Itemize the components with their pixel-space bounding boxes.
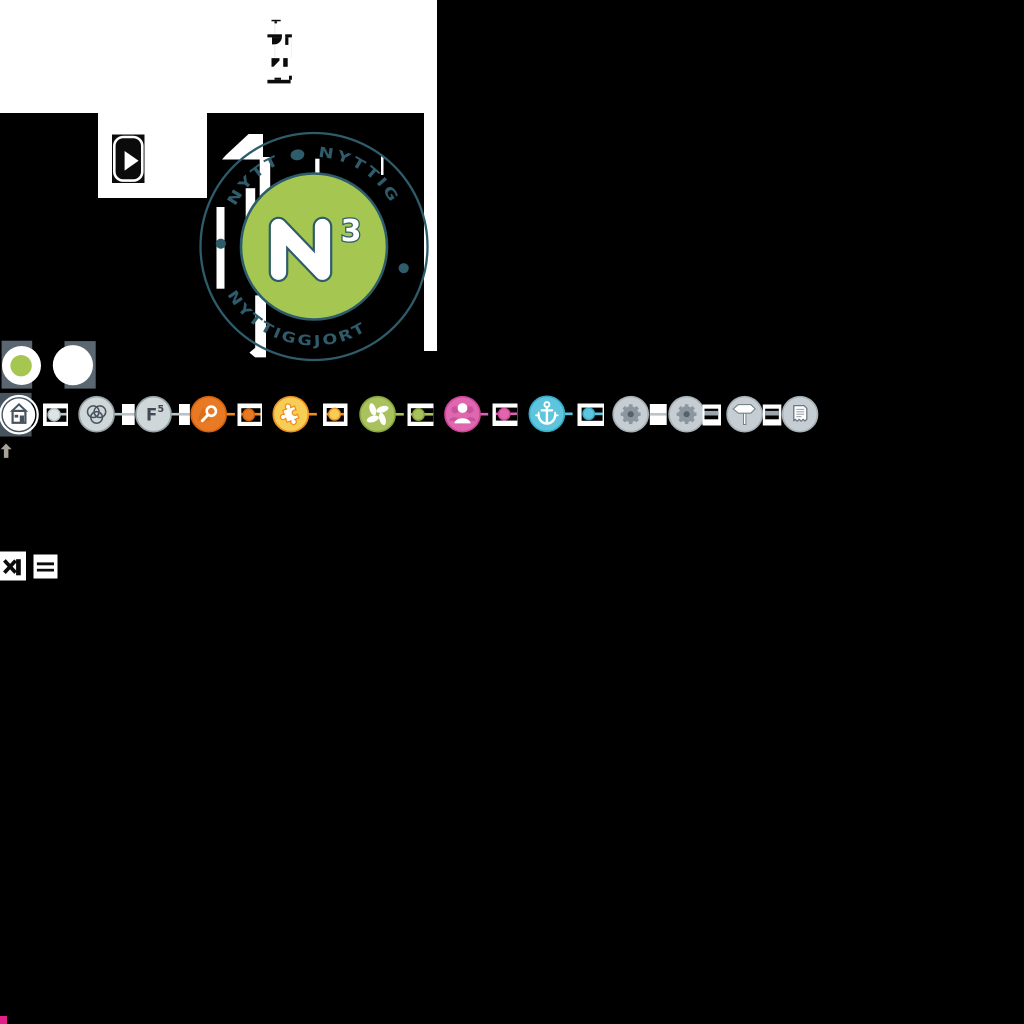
nav-item-anchor[interactable] <box>527 395 573 433</box>
nav-item-people[interactable] <box>443 395 489 433</box>
up-arrow-icon <box>0 443 12 458</box>
scroll-hint[interactable] <box>0 442 12 459</box>
nav-item-search[interactable] <box>189 395 235 433</box>
badge-monogram: 3 <box>268 213 363 283</box>
nav-item-gear-1[interactable] <box>610 395 651 433</box>
status-tiles <box>1 340 96 389</box>
nav-item-document[interactable] <box>781 395 822 433</box>
people-icon <box>449 403 476 424</box>
fan-icon <box>366 403 389 426</box>
document-icon <box>793 404 808 422</box>
nav-item-f5[interactable]: F 5 <box>134 395 180 433</box>
status-tile-white[interactable] <box>52 341 96 389</box>
header-logo-fragments <box>267 19 292 84</box>
gear-icon <box>620 404 641 425</box>
connector-dash-2 <box>762 404 782 426</box>
puzzle-icon <box>279 403 300 426</box>
equation <box>0 551 58 581</box>
nav-item-venn[interactable] <box>77 395 123 433</box>
multiply-icon <box>3 559 21 576</box>
connector-dot-yellow <box>323 403 348 426</box>
svg-text:5: 5 <box>158 404 165 415</box>
venn-circles-icon <box>86 405 107 424</box>
svg-text:F: F <box>146 406 157 425</box>
rounded-frame <box>113 135 144 182</box>
connector-dot-pink <box>492 403 518 426</box>
badge-outer-ring <box>199 131 429 362</box>
nav-item-puzzle[interactable] <box>271 395 317 433</box>
content-panels <box>0 0 437 351</box>
anchor-icon <box>535 401 559 425</box>
status-tile-green[interactable] <box>1 340 41 389</box>
connector-dot-cyan <box>577 403 604 426</box>
connector-dot-gray <box>43 403 68 426</box>
nav-item-gear-2[interactable] <box>666 395 707 433</box>
home-icon <box>9 403 29 424</box>
connector-dot-orange <box>237 403 262 426</box>
scrollbar-remnant <box>0 1016 7 1024</box>
process-nav: F 5 <box>0 392 822 437</box>
f5-label: F 5 <box>146 404 164 425</box>
header-panel <box>0 0 437 113</box>
connector-line-gray-1 <box>122 404 136 425</box>
signpost-icon <box>732 404 756 425</box>
connector-line-gray-3 <box>649 404 667 425</box>
green-dot-circle-icon <box>10 355 32 377</box>
monogram-exponent: 3 <box>341 214 362 249</box>
connector-dot-green <box>407 403 434 426</box>
video-play-thumbnail[interactable] <box>112 134 145 184</box>
connector-line-gray-2 <box>179 404 191 425</box>
circle-icon <box>52 345 93 386</box>
right-sliver-panel <box>424 113 437 351</box>
n3-logo-badge[interactable]: NYTT ● NYTTIG NYTTIGGJORT 3 <box>199 131 429 362</box>
nav-item-signpost[interactable] <box>726 395 766 433</box>
ring-bullets <box>215 238 409 274</box>
connector-dash-1 <box>702 404 721 426</box>
gear-icon <box>676 404 697 425</box>
play-icon <box>124 151 139 171</box>
equals-icon <box>36 562 54 572</box>
nav-item-home[interactable] <box>0 392 39 437</box>
nav-item-fan[interactable] <box>358 395 404 433</box>
magnifier-icon <box>197 405 218 423</box>
